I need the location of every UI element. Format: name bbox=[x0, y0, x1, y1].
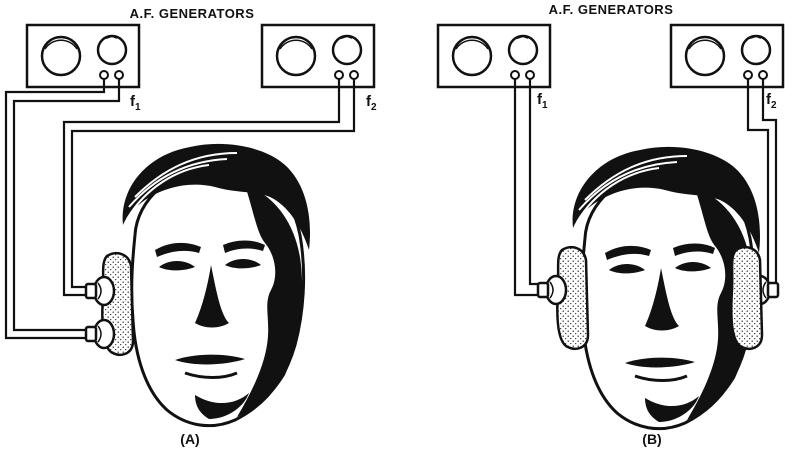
panel-a-wire-f2-b bbox=[70, 79, 356, 289]
panel-a-caption: (A) bbox=[180, 431, 199, 447]
panel-b-f2-label: f2 bbox=[766, 91, 777, 111]
panel-b-f1-label: f1 bbox=[537, 91, 548, 111]
panel-a-generator-2 bbox=[260, 23, 376, 89]
panel-a-generator-1 bbox=[25, 23, 141, 89]
panel-b-earphone-left bbox=[536, 274, 568, 306]
panel-a-head bbox=[121, 142, 312, 428]
panel-a-wire-f2-a bbox=[62, 79, 341, 297]
panel-b-generator-1 bbox=[436, 23, 552, 89]
panel-b-title: A.F. GENERATORS bbox=[549, 2, 674, 17]
panel-b-generator-2 bbox=[669, 23, 785, 89]
panel-a-title: A.F. GENERATORS bbox=[130, 6, 255, 21]
panel-a-earphone-lower bbox=[84, 318, 116, 350]
panel-b-earphone-right-pad bbox=[730, 245, 764, 350]
panel-b-caption: (B) bbox=[642, 431, 661, 447]
panel-a-f1-label: f1 bbox=[130, 93, 141, 113]
panel-a-earphone-upper bbox=[84, 275, 116, 307]
panel-a-wire-f1-a bbox=[4, 79, 106, 340]
panel-b-wire-f1-a bbox=[513, 79, 544, 297]
panel-a: A.F. GENERATORS f1 f2 (A) bbox=[4, 6, 377, 447]
panel-b: A.F. GENERATORS f1 f2 (B) bbox=[436, 2, 785, 447]
panel-a-wire-f1-b bbox=[12, 79, 121, 332]
panel-a-f2-label: f2 bbox=[366, 93, 377, 113]
